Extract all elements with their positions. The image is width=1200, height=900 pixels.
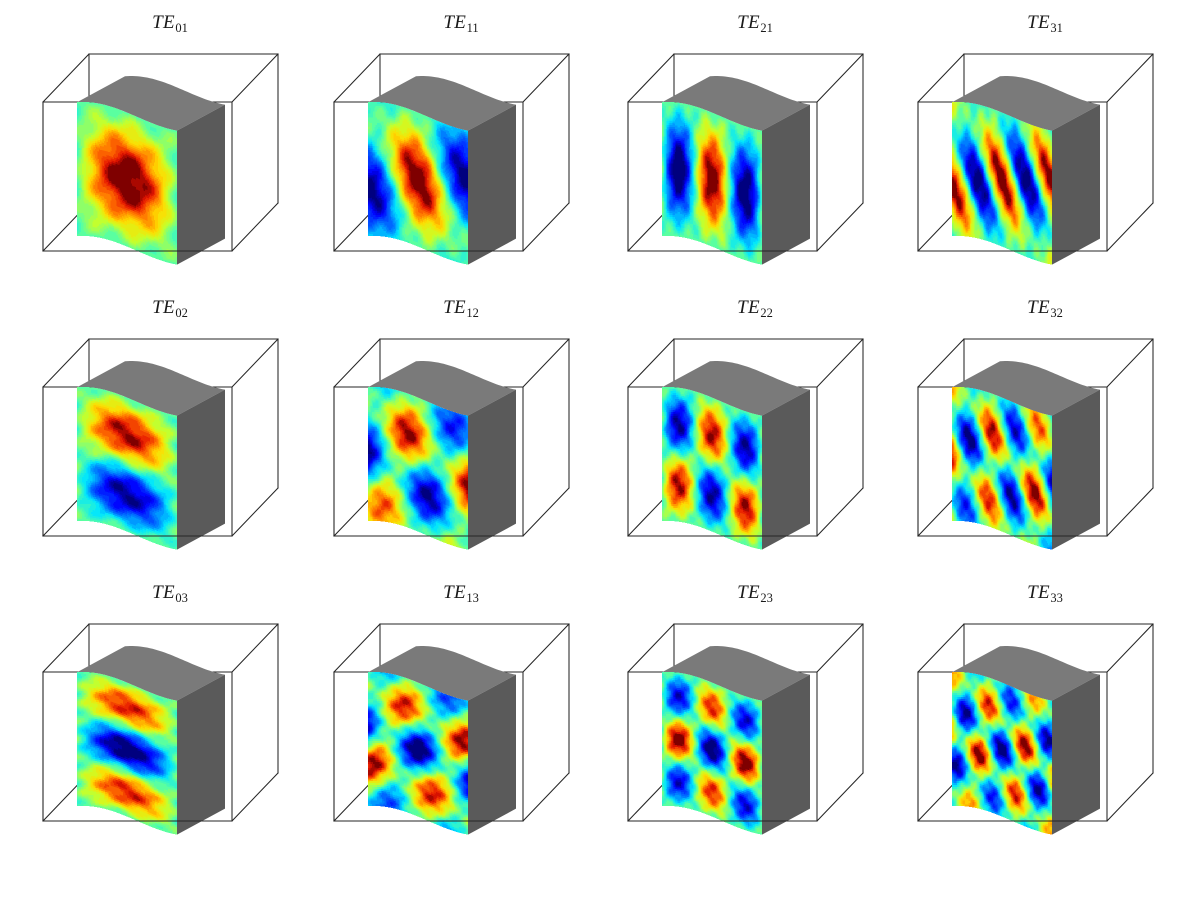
panel-title-subscript: 13: [466, 591, 479, 605]
panel-title-main: TE: [737, 12, 760, 33]
panel-title-main: TE: [737, 297, 760, 318]
panel-plot-te31: [900, 40, 1190, 285]
mode-panel-te03: TE03: [25, 574, 315, 859]
solid-side-face: [1052, 105, 1100, 265]
panel-plot-te22: [610, 325, 900, 570]
panel-plot-te03: [25, 610, 315, 855]
mode-panel-te13: TE13: [316, 574, 606, 859]
panel-title-main: TE: [1027, 582, 1050, 603]
panel-title-main: TE: [737, 582, 760, 603]
solid-side-face: [468, 105, 516, 265]
mode-panel-te11: TE11: [316, 4, 606, 289]
panel-title-te01: TE01: [25, 12, 315, 36]
panel-title-te21: TE21: [610, 12, 900, 36]
solid-side-face: [177, 675, 225, 835]
panel-title-main: TE: [1027, 297, 1050, 318]
mode-panel-te02: TE02: [25, 289, 315, 574]
panel-title-main: TE: [443, 582, 466, 603]
panel-title-te12: TE12: [316, 297, 606, 321]
solid-side-face: [1052, 390, 1100, 550]
panel-title-te33: TE33: [900, 582, 1190, 606]
panel-plot-te01: [25, 40, 315, 285]
panel-title-main: TE: [152, 582, 175, 603]
panel-title-subscript: 32: [1050, 306, 1063, 320]
solid-side-face: [468, 675, 516, 835]
panel-title-subscript: 31: [1050, 21, 1063, 35]
solid-side-face: [762, 390, 810, 550]
panel-title-te11: TE11: [316, 12, 606, 36]
panel-title-subscript: 23: [760, 591, 773, 605]
panel-plot-te33: [900, 610, 1190, 855]
panel-plot-te11: [316, 40, 606, 285]
panel-title-te22: TE22: [610, 297, 900, 321]
panel-title-subscript: 12: [466, 306, 479, 320]
mode-panel-te01: TE01: [25, 4, 315, 289]
solid-side-face: [762, 675, 810, 835]
panel-title-main: TE: [1027, 12, 1050, 33]
panel-plot-te12: [316, 325, 606, 570]
panel-title-main: TE: [152, 297, 175, 318]
panel-title-subscript: 22: [760, 306, 773, 320]
panel-title-main: TE: [443, 297, 466, 318]
solid-side-face: [762, 105, 810, 265]
mode-panel-te23: TE23: [610, 574, 900, 859]
solid-side-face: [177, 390, 225, 550]
panel-title-subscript: 21: [760, 21, 773, 35]
panel-title-te03: TE03: [25, 582, 315, 606]
mode-panel-te32: TE32: [900, 289, 1190, 574]
panel-title-subscript: 02: [175, 306, 188, 320]
panel-plot-te32: [900, 325, 1190, 570]
solid-side-face: [468, 390, 516, 550]
mode-panel-te21: TE21: [610, 4, 900, 289]
panel-plot-te23: [610, 610, 900, 855]
panel-title-te02: TE02: [25, 297, 315, 321]
panel-title-te23: TE23: [610, 582, 900, 606]
mode-panel-te31: TE31: [900, 4, 1190, 289]
panel-title-main: TE: [443, 12, 466, 33]
panel-plot-te13: [316, 610, 606, 855]
mode-panel-te12: TE12: [316, 289, 606, 574]
panel-title-te32: TE32: [900, 297, 1190, 321]
panel-title-subscript: 11: [467, 21, 479, 35]
panel-plot-te21: [610, 40, 900, 285]
solid-side-face: [177, 105, 225, 265]
panel-title-subscript: 01: [175, 21, 188, 35]
panel-title-subscript: 03: [175, 591, 188, 605]
mode-panel-te22: TE22: [610, 289, 900, 574]
panel-title-te13: TE13: [316, 582, 606, 606]
panel-plot-te02: [25, 325, 315, 570]
panel-title-main: TE: [152, 12, 175, 33]
mode-panel-te33: TE33: [900, 574, 1190, 859]
panel-title-subscript: 33: [1050, 591, 1063, 605]
solid-side-face: [1052, 675, 1100, 835]
panel-title-te31: TE31: [900, 12, 1190, 36]
